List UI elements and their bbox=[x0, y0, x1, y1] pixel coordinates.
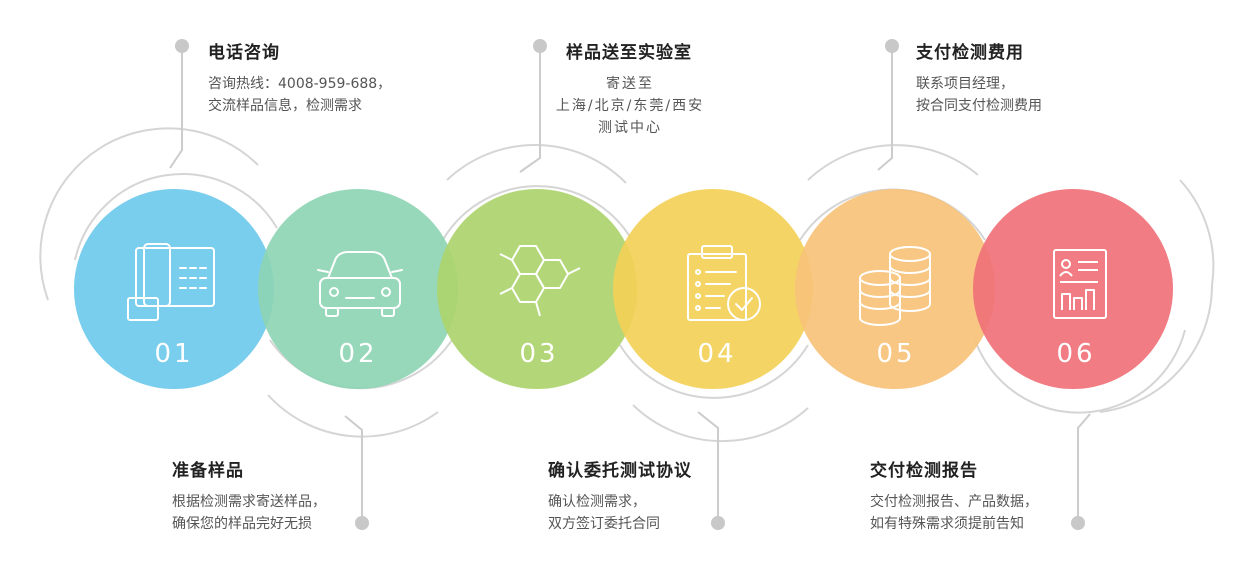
connector-dots bbox=[175, 39, 1085, 530]
step-04-title: 确认委托测试协议 bbox=[548, 461, 692, 481]
circle-03 bbox=[437, 189, 637, 389]
step-03-desc-line: 测试中心 bbox=[598, 120, 662, 136]
step-06-desc: 交付检测报告、产品数据， 如有特殊需求须提前告知 bbox=[870, 491, 1038, 535]
connectors bbox=[169, 46, 1091, 522]
step-04-desc: 确认检测需求， 双方签订委托合同 bbox=[548, 491, 692, 535]
molecule-icon bbox=[499, 245, 581, 317]
clipboard-check-icon bbox=[687, 245, 761, 321]
step-06-desc-line: 交付检测报告、产品数据， bbox=[870, 494, 1038, 510]
step-02-desc: 根据检测需求寄送样品， 确保您的样品完好无损 bbox=[172, 491, 326, 535]
dot-06 bbox=[1071, 516, 1085, 530]
step-01-text: 电话咨询 咨询热线：4008-959-688， 交流样品信息，检测需求 bbox=[208, 38, 391, 117]
step-numbers: 01 02 03 04 05 06 bbox=[154, 339, 1095, 369]
step-02-desc-line: 根据检测需求寄送样品， bbox=[172, 494, 326, 510]
dot-01 bbox=[175, 39, 189, 53]
step-01-desc: 咨询热线：4008-959-688， 交流样品信息，检测需求 bbox=[208, 73, 391, 117]
telephone-icon bbox=[127, 243, 215, 321]
connector-05 bbox=[877, 46, 893, 171]
step-06-title: 交付检测报告 bbox=[870, 461, 978, 481]
step-number-02: 02 bbox=[338, 339, 377, 369]
dot-02 bbox=[355, 516, 369, 530]
arc-top-1-outer bbox=[39, 127, 259, 301]
step-05-desc-line: 联系项目经理， bbox=[916, 76, 1014, 92]
connector-04 bbox=[697, 411, 719, 522]
step-circles bbox=[74, 189, 1173, 389]
step-01-title: 电话咨询 bbox=[208, 43, 280, 63]
step-03-title: 样品送至实验室 bbox=[566, 43, 692, 63]
step-04-text: 确认委托测试协议 确认检测需求， 双方签订委托合同 bbox=[548, 456, 692, 535]
step-03-text: 样品送至实验室 寄送至 上海/北京/东莞/西安 测试中心 bbox=[540, 38, 740, 139]
report-icon bbox=[1053, 249, 1107, 319]
car-icon bbox=[317, 251, 403, 317]
step-03-desc-line: 上海/北京/东莞/西安 bbox=[555, 98, 705, 114]
arc-bottom-4 bbox=[619, 344, 809, 399]
step-03-desc: 寄送至 上海/北京/东莞/西安 测试中心 bbox=[540, 73, 720, 139]
step-03-desc-line: 寄送至 bbox=[606, 76, 654, 92]
dot-04 bbox=[711, 516, 725, 530]
circle-01 bbox=[74, 189, 274, 389]
step-number-01: 01 bbox=[154, 339, 193, 369]
step-number-03: 03 bbox=[519, 339, 558, 369]
arc-bottom-2-outer bbox=[267, 394, 439, 438]
step-01-desc-line: 咨询热线：4008-959-688， bbox=[208, 76, 392, 92]
arc-top-3-outer bbox=[446, 144, 627, 184]
step-05-desc-line: 按合同支付检测费用 bbox=[916, 98, 1042, 114]
connector-02 bbox=[344, 415, 363, 522]
arc-bottom-6 bbox=[974, 329, 1186, 414]
circle-02 bbox=[258, 189, 458, 389]
circle-06 bbox=[973, 189, 1173, 389]
step-02-title: 准备样品 bbox=[172, 461, 244, 481]
step-05-desc: 联系项目经理， 按合同支付检测费用 bbox=[916, 73, 1042, 117]
circle-04 bbox=[613, 189, 813, 389]
circle-05 bbox=[795, 189, 995, 389]
step-04-desc-line: 双方签订委托合同 bbox=[548, 516, 660, 532]
dot-05 bbox=[885, 39, 899, 53]
step-01-desc-line: 交流样品信息，检测需求 bbox=[208, 98, 362, 114]
connector-01 bbox=[169, 46, 183, 169]
step-02-desc-line: 确保您的样品完好无损 bbox=[172, 516, 312, 532]
step-06-text: 交付检测报告 交付检测报告、产品数据， 如有特殊需求须提前告知 bbox=[870, 456, 1038, 535]
dot-03 bbox=[533, 39, 547, 53]
arc-right-6-outer bbox=[1099, 179, 1215, 413]
coins-icon bbox=[859, 246, 931, 326]
arc-bottom-4-outer bbox=[632, 404, 809, 443]
step-05-title: 支付检测费用 bbox=[916, 43, 1024, 63]
step-02-text: 准备样品 根据检测需求寄送样品， 确保您的样品完好无损 bbox=[172, 456, 326, 535]
step-06-desc-line: 如有特殊需求须提前告知 bbox=[870, 516, 1024, 532]
connector-03 bbox=[519, 46, 541, 173]
arc-top-1 bbox=[74, 173, 278, 261]
step-number-04: 04 bbox=[697, 339, 736, 369]
step-number-06: 06 bbox=[1056, 339, 1095, 369]
arc-top-3 bbox=[439, 185, 633, 246]
step-04-desc-line: 确认检测需求， bbox=[548, 494, 646, 510]
connector-06 bbox=[1077, 413, 1091, 522]
step-05-text: 支付检测费用 联系项目经理， 按合同支付检测费用 bbox=[916, 38, 1042, 117]
step-number-05: 05 bbox=[876, 339, 915, 369]
